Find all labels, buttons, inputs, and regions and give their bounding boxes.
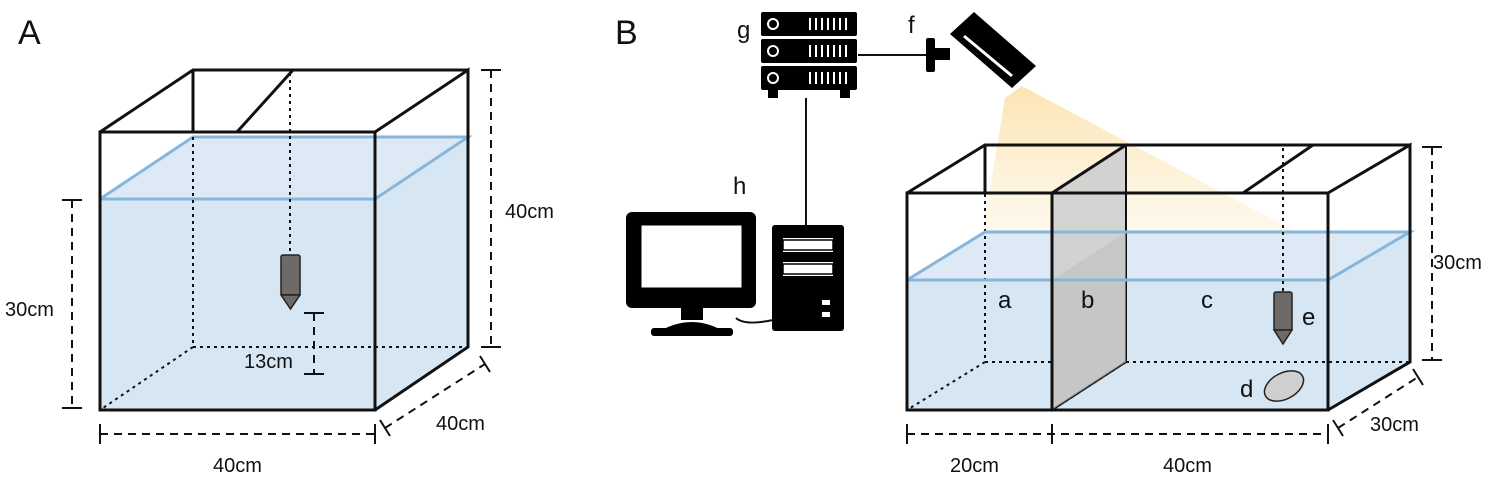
- dim-depth-a-label: 40cm: [436, 413, 485, 435]
- tank-b-right-face: [1327, 142, 1412, 412]
- cable-monitor-to-computer: [735, 317, 774, 324]
- tank-a-water-front: [100, 199, 375, 410]
- tank-b-top-bar: [1242, 143, 1314, 195]
- tank-a-hidden-edge: [99, 346, 194, 411]
- dimension-depth-a: 40cm: [379, 355, 491, 437]
- label-e: e: [1302, 304, 1315, 331]
- object-d: [1263, 370, 1305, 402]
- dim-right-b-label: 40cm: [1163, 455, 1212, 477]
- dim-probe-gap-label: 13cm: [244, 351, 293, 373]
- dimension-tank-height-a: 40cm: [481, 69, 554, 348]
- label-b: b: [1081, 287, 1094, 314]
- dimension-water-height-b: 30cm: [1422, 146, 1482, 361]
- tank-a-probe: [279, 254, 302, 311]
- tank-b-probe: [1272, 291, 1294, 346]
- dim-width-a-label: 40cm: [213, 455, 262, 477]
- computer-tower-icon: [772, 225, 844, 331]
- dimension-width-a: 40cm: [99, 424, 376, 477]
- tank-a: [98, 67, 473, 412]
- tank-b: [905, 142, 1416, 412]
- panel-a: A: [5, 14, 554, 477]
- panel-b: B g f: [615, 12, 1482, 477]
- dim-tank-height-a-label: 40cm: [505, 201, 554, 223]
- tank-b-hidden-edge: [906, 361, 986, 411]
- label-h: h: [733, 173, 746, 200]
- dimension-probe-gap: 13cm: [244, 312, 324, 375]
- label-a: a: [998, 287, 1012, 314]
- tank-b-divider-top: [1051, 143, 1127, 195]
- tank-b-water-side: [1328, 232, 1410, 410]
- label-g: g: [737, 17, 750, 44]
- dimension-depth-b: 30cm: [1332, 368, 1424, 437]
- dim-water-height-a-label: 30cm: [5, 299, 54, 321]
- label-f: f: [908, 12, 915, 39]
- monitor-icon: [626, 212, 756, 336]
- tank-a-water-side: [375, 137, 468, 410]
- dim-left-b-label: 20cm: [950, 455, 999, 477]
- dimension-water-height-a: 30cm: [5, 199, 82, 409]
- panel-b-letter: B: [615, 14, 638, 52]
- label-c: c: [1201, 287, 1213, 314]
- tank-a-right-face: [374, 67, 470, 412]
- tank-b-water-surface: [907, 232, 1410, 280]
- dim-water-height-b-label: 30cm: [1433, 252, 1482, 274]
- divider-panel-submerged: [1052, 232, 1126, 410]
- camera-icon: [926, 12, 1036, 88]
- dimension-width-b: 20cm 40cm: [906, 424, 1329, 477]
- server-icon: [761, 12, 857, 98]
- tank-a-top-bar: [235, 68, 295, 134]
- label-d: d: [1240, 376, 1253, 403]
- panel-a-letter: A: [18, 14, 41, 52]
- dim-depth-b-label: 30cm: [1370, 414, 1419, 436]
